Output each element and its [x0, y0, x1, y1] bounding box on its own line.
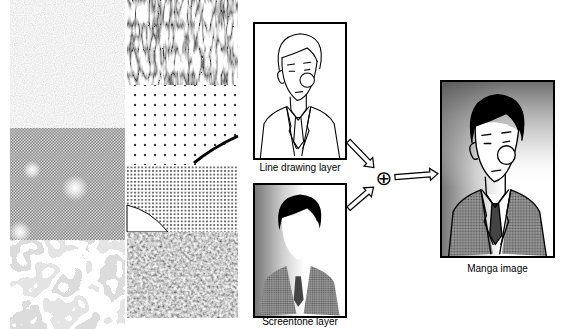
panel-caption: Line drawing layer	[259, 162, 340, 173]
texture-glow-spot	[62, 175, 88, 201]
texture-light-noise	[10, 0, 125, 128]
hollow-arrow	[347, 139, 374, 167]
figure-lines	[449, 95, 547, 256]
texture-ink-line	[194, 136, 238, 163]
manga-art	[449, 95, 547, 256]
texture-white-shape	[196, 138, 238, 165]
figure-tones	[260, 195, 339, 316]
texture-marble	[10, 240, 125, 329]
texture-dark-noise	[127, 232, 238, 318]
texture-fine-dots	[127, 165, 238, 232]
panel-caption: Screentone layer	[262, 316, 338, 327]
hollow-arrow	[347, 187, 374, 210]
manga-background	[442, 82, 553, 256]
texture-checker	[10, 128, 125, 240]
screentone-art	[260, 195, 339, 316]
figure-lines	[260, 34, 339, 158]
tone-background	[255, 185, 345, 316]
image-panel: Line drawing layer	[253, 22, 347, 160]
texture-glow-spot	[9, 221, 31, 243]
texture-white-shape	[127, 205, 168, 232]
line-drawing-art	[260, 34, 339, 158]
texture-glow-spot	[23, 161, 41, 179]
manga-background	[442, 82, 553, 256]
texture-dot-grid	[127, 85, 238, 165]
face-blank	[282, 215, 317, 260]
texture-fur	[127, 0, 238, 85]
panel-caption: Manga image	[467, 263, 528, 274]
operator-symbol: ⊕	[375, 168, 393, 189]
image-panel: Manga image	[440, 80, 555, 258]
image-panel: Screentone layer	[253, 183, 347, 318]
combine-operator: ⊕	[375, 169, 393, 187]
hollow-arrow	[395, 168, 438, 180]
figure-tones	[449, 95, 547, 256]
